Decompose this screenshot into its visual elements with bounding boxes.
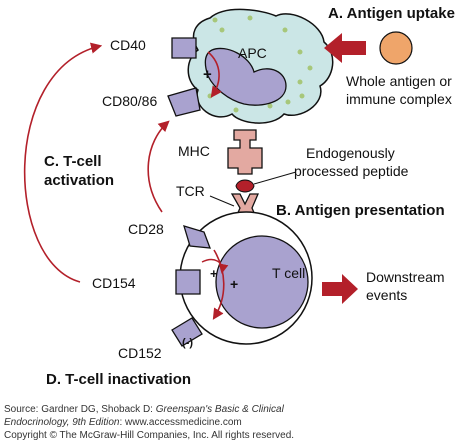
cd152-label: CD152 [118, 345, 162, 361]
cd40-label: CD40 [110, 37, 146, 53]
tcr-label: TCR [176, 183, 205, 199]
downstream-arrow [322, 274, 358, 304]
t-cell-label: T cell [272, 265, 305, 281]
cd152-receptor [171, 317, 203, 347]
antigen-presentation-title: B. Antigen presentation [276, 202, 445, 219]
cd28-label: CD28 [128, 221, 164, 237]
peptide [235, 179, 255, 193]
cd152-minus-sign: (-) [182, 337, 193, 349]
tcr-pointer [209, 195, 235, 207]
cd80-86-receptor [167, 87, 201, 117]
whole-antigen-label-2: immune complex [346, 91, 452, 107]
cd28-to-cd80-arrow [147, 120, 170, 213]
peptide-label-1: Endogenously [306, 145, 395, 161]
apc-granules [207, 15, 313, 113]
whole-antigen-label-1: Whole antigen or [346, 73, 452, 89]
antigen-uptake-title: A. Antigen uptake [328, 5, 455, 22]
cd80-86-label: CD80/86 [102, 93, 157, 109]
downstream-label-1: Downstream [366, 269, 445, 285]
apc-label: APC [238, 45, 267, 61]
source-credit-line-1: Source: Gardner DG, Shoback D: Greenspan… [4, 404, 285, 415]
cd28-receptor [183, 225, 211, 249]
cd154-label: CD154 [92, 275, 136, 291]
whole-antigen-circle [379, 31, 413, 65]
cd154-internal-arrow [201, 258, 229, 274]
cd154-receptor [175, 269, 201, 295]
cd154-plus-sign: + [210, 266, 218, 281]
downstream-label-2: events [366, 287, 407, 303]
t-cell-plus-sign: + [230, 276, 238, 292]
t-cell-nucleus [215, 235, 309, 329]
tcell-inactivation-title: D. T-cell inactivation [46, 371, 191, 388]
apc-nucleus [204, 47, 287, 106]
cd40-receptor [171, 37, 197, 59]
tcell-activation-title-1: C. T-cell [44, 153, 102, 170]
mhc-molecule [227, 129, 263, 175]
cd154-to-cd40-arrow [23, 42, 103, 283]
peptide-label-2: processed peptide [294, 163, 409, 179]
source-credit-line-2: Endocrinology, 9th Edition: www.accessme… [4, 417, 242, 428]
apc-plus-sign: + [203, 66, 212, 83]
t-cell-internal-arrow [212, 249, 225, 320]
antigen-uptake-arrow [324, 33, 366, 63]
peptide-pointer [253, 171, 297, 185]
copyright-line: Copyright © The McGraw-Hill Companies, I… [4, 430, 294, 441]
tcell-activation-title-2: activation [44, 172, 114, 189]
apc-internal-arrow [207, 51, 222, 98]
mhc-label: MHC [178, 143, 210, 159]
